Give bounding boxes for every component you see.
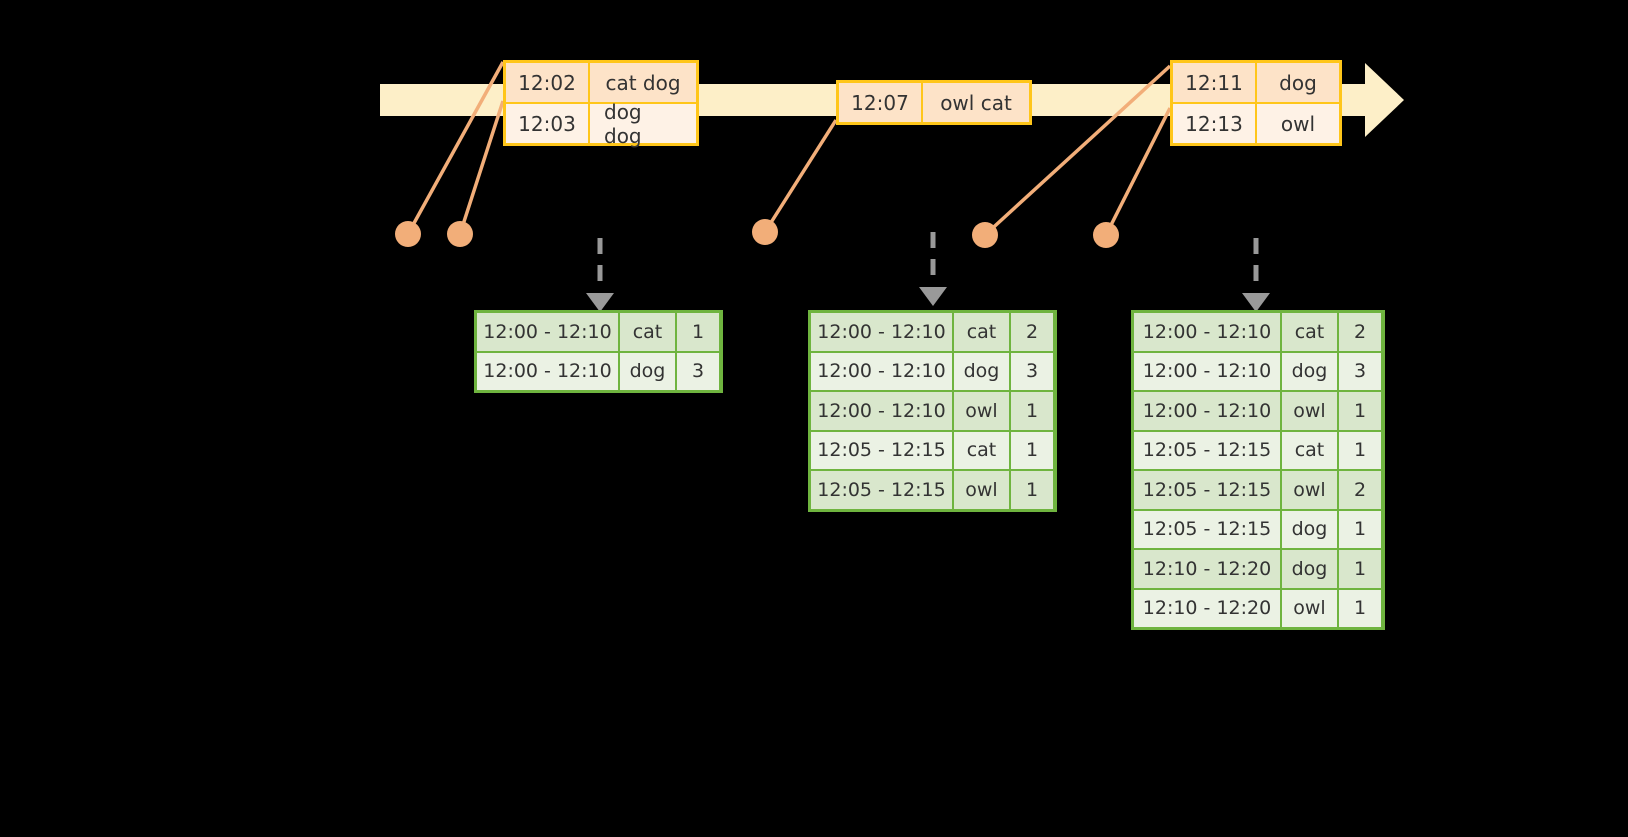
cell-window: 12:00 - 12:10 xyxy=(811,392,954,430)
cell-word: owl xyxy=(1282,392,1339,430)
cell-window: 12:10 - 12:20 xyxy=(1134,550,1282,588)
table-row[interactable]: 12:00 - 12:10 owl 1 xyxy=(1134,392,1382,432)
event-time: 12:13 xyxy=(1173,104,1257,143)
event-group-1[interactable]: 12:02 cat dog 12:03 dog dog xyxy=(503,60,699,148)
connector-1 xyxy=(406,61,505,235)
event-row[interactable]: 12:03 dog dog xyxy=(506,99,696,148)
cell-word: owl xyxy=(1282,471,1339,509)
table-row[interactable]: 12:10 - 12:20 dog 1 xyxy=(1134,550,1382,590)
event-marker-5 xyxy=(1093,222,1119,248)
event-payload: owl xyxy=(1280,111,1316,136)
event-marker-4 xyxy=(972,222,998,248)
cell-window: 12:05 - 12:15 xyxy=(1134,431,1282,469)
cell-count: 2 xyxy=(1339,471,1381,509)
cell-word: cat xyxy=(954,431,1011,469)
cell-count: 3 xyxy=(1011,352,1053,390)
cell-count: 1 xyxy=(1339,510,1381,548)
emit-arrowhead-2 xyxy=(919,287,947,306)
cell-word: cat xyxy=(1282,431,1339,469)
event-time: 12:03 xyxy=(506,104,590,143)
cell-word: dog xyxy=(1282,510,1339,548)
event-marker-1 xyxy=(395,221,421,247)
cell-count: 1 xyxy=(1011,471,1053,509)
table-row[interactable]: 12:00 - 12:10 cat 2 xyxy=(1134,313,1382,353)
cell-word: cat xyxy=(620,313,677,351)
cell-window: 12:00 - 12:10 xyxy=(1134,352,1282,390)
table-row[interactable]: 12:05 - 12:15 owl 2 xyxy=(1134,471,1382,511)
event-payload: dog dog xyxy=(604,99,642,148)
cell-word: owl xyxy=(954,392,1011,430)
cell-window: 12:00 - 12:10 xyxy=(811,352,954,390)
event-group-3[interactable]: 12:11 dog 12:13 owl xyxy=(1170,60,1342,146)
connector-5 xyxy=(1104,107,1172,236)
cell-count: 2 xyxy=(1339,313,1381,351)
cell-word: dog xyxy=(954,352,1011,390)
cell-window: 12:05 - 12:15 xyxy=(811,431,954,469)
cell-window: 12:10 - 12:20 xyxy=(1134,589,1282,627)
cell-window: 12:00 - 12:10 xyxy=(477,352,620,390)
event-payload: dog xyxy=(1279,70,1317,95)
event-row[interactable]: 12:11 dog xyxy=(1173,63,1339,102)
window-counts-table-1[interactable]: 12:00 - 12:10 cat 1 12:00 - 12:10 dog 3 xyxy=(474,310,723,393)
cell-window: 12:05 - 12:15 xyxy=(811,471,954,509)
cell-word: owl xyxy=(954,471,1011,509)
cell-count: 1 xyxy=(1339,550,1381,588)
emit-arrows xyxy=(597,232,1259,292)
window-counts-table-3[interactable]: 12:00 - 12:10 cat 2 12:00 - 12:10 dog 3 … xyxy=(1131,310,1385,630)
connector-2 xyxy=(458,100,505,235)
table-row[interactable]: 12:05 - 12:15 cat 1 xyxy=(1134,431,1382,471)
event-marker-2 xyxy=(447,221,473,247)
cell-word: owl xyxy=(1282,589,1339,627)
event-row[interactable]: 12:02 cat dog xyxy=(506,63,696,102)
table-row[interactable]: 12:05 - 12:15 dog 1 xyxy=(1134,510,1382,550)
table-row[interactable]: 12:10 - 12:20 owl 1 xyxy=(1134,589,1382,627)
event-markers xyxy=(395,219,1119,248)
event-row[interactable]: 12:07 owl cat xyxy=(839,83,1029,122)
table-row[interactable]: 12:00 - 12:10 cat 1 xyxy=(477,313,720,353)
connector-3 xyxy=(763,119,838,233)
cell-count: 3 xyxy=(677,352,719,390)
table-row[interactable]: 12:00 - 12:10 dog 3 xyxy=(811,352,1054,392)
cell-word: cat xyxy=(954,313,1011,351)
event-time: 12:07 xyxy=(839,83,923,122)
cell-word: dog xyxy=(620,352,677,390)
table-row[interactable]: 12:00 - 12:10 owl 1 xyxy=(811,392,1054,432)
emit-arrowheads xyxy=(586,287,1270,312)
event-payload: cat dog xyxy=(605,70,681,95)
table-row[interactable]: 12:00 - 12:10 dog 3 xyxy=(1134,352,1382,392)
event-group-2[interactable]: 12:07 owl cat xyxy=(836,80,1032,125)
cell-count: 1 xyxy=(677,313,719,351)
cell-count: 3 xyxy=(1339,352,1381,390)
cell-window: 12:00 - 12:10 xyxy=(811,313,954,351)
cell-window: 12:00 - 12:10 xyxy=(1134,392,1282,430)
event-time: 12:02 xyxy=(506,63,590,102)
cell-window: 12:05 - 12:15 xyxy=(1134,510,1282,548)
table-row[interactable]: 12:05 - 12:15 owl 1 xyxy=(811,471,1054,509)
cell-count: 2 xyxy=(1011,313,1053,351)
table-row[interactable]: 12:00 - 12:10 cat 2 xyxy=(811,313,1054,353)
window-counts-table-2[interactable]: 12:00 - 12:10 cat 2 12:00 - 12:10 dog 3 … xyxy=(808,310,1057,512)
cell-word: cat xyxy=(1282,313,1339,351)
cell-word: dog xyxy=(1282,550,1339,588)
event-time: 12:11 xyxy=(1173,63,1257,102)
cell-window: 12:05 - 12:15 xyxy=(1134,471,1282,509)
cell-word: dog xyxy=(1282,352,1339,390)
cell-count: 1 xyxy=(1339,431,1381,469)
cell-count: 1 xyxy=(1339,589,1381,627)
cell-window: 12:00 - 12:10 xyxy=(477,313,620,351)
cell-count: 1 xyxy=(1011,431,1053,469)
cell-count: 1 xyxy=(1011,392,1053,430)
table-row[interactable]: 12:00 - 12:10 dog 3 xyxy=(477,352,720,390)
cell-count: 1 xyxy=(1339,392,1381,430)
event-marker-3 xyxy=(752,219,778,245)
table-row[interactable]: 12:05 - 12:15 cat 1 xyxy=(811,431,1054,471)
event-payload: owl cat xyxy=(940,90,1012,115)
event-row[interactable]: 12:13 owl xyxy=(1173,102,1339,143)
cell-window: 12:00 - 12:10 xyxy=(1134,313,1282,351)
